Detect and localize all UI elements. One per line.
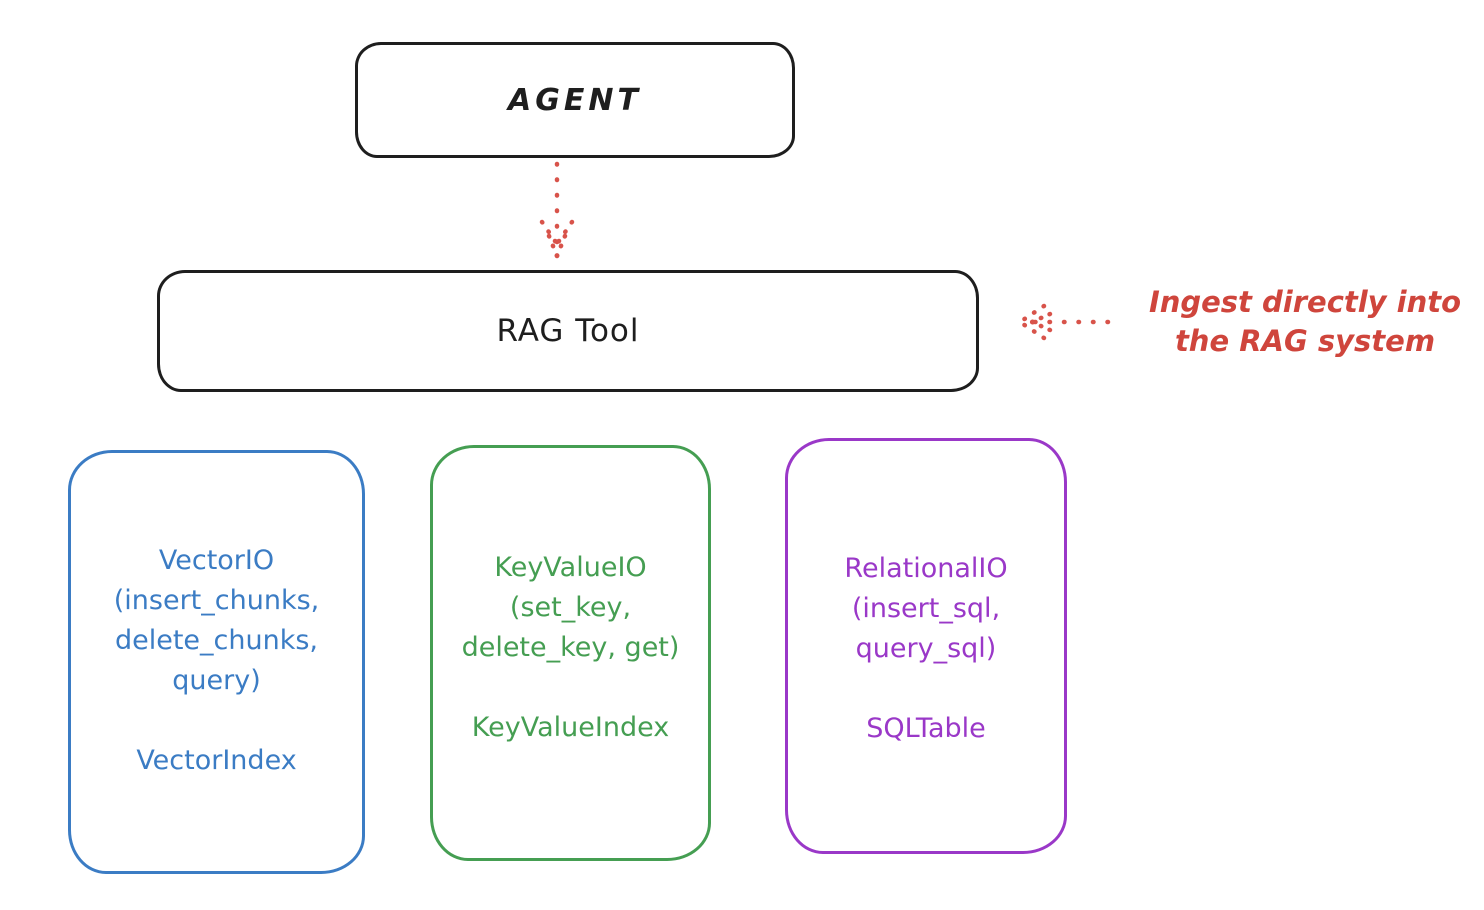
ingest-annotation-line2: the RAG system xyxy=(1174,324,1436,358)
vector-io-line: query) xyxy=(172,665,261,696)
ingest-annotation-line1: Ingest directly into xyxy=(1148,285,1462,319)
agent-node[interactable]: AGENT xyxy=(355,42,795,158)
key-value-index-label: KeyValueIndex xyxy=(471,712,670,743)
key-value-io-line: KeyValueIO xyxy=(494,552,647,583)
agent-label: AGENT xyxy=(508,82,642,118)
key-value-io-line: (set_key, xyxy=(509,592,632,623)
key-value-io-line: delete_key, get) xyxy=(461,632,680,663)
sql-table-label: SQLTable xyxy=(866,713,986,744)
vector-index-label: VectorIndex xyxy=(136,745,297,776)
rag-tool-node[interactable]: RAG Tool xyxy=(157,270,979,392)
vector-io-line: delete_chunks, xyxy=(114,625,319,656)
rag-tool-label: RAG Tool xyxy=(496,313,640,349)
arrow-annotation-to-ragtool-icon xyxy=(1017,303,1111,341)
arrow-agent-to-ragtool-icon xyxy=(539,161,575,259)
key-value-io-node[interactable]: KeyValueIO (set_key, delete_key, get) Ke… xyxy=(430,445,711,861)
vector-io-line: (insert_chunks, xyxy=(113,585,320,616)
relational-io-line: (insert_sql, xyxy=(851,593,1001,624)
vector-io-line: VectorIO xyxy=(158,545,275,576)
vector-io-node[interactable]: VectorIO (insert_chunks, delete_chunks, … xyxy=(68,450,365,874)
ingest-annotation: Ingest directly into the RAG system xyxy=(1125,283,1484,361)
relational-io-line: query_sql) xyxy=(855,633,997,664)
relational-io-node[interactable]: RelationalIO (insert_sql, query_sql) SQL… xyxy=(785,438,1067,854)
relational-io-line: RelationalIO xyxy=(844,553,1008,584)
